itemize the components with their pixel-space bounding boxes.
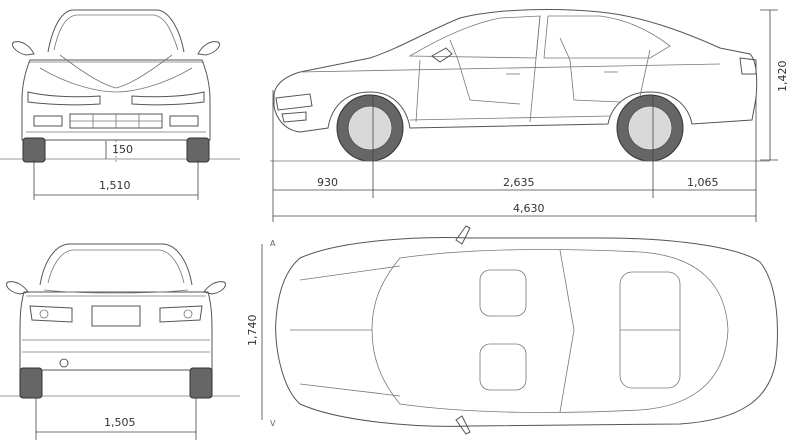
ground-clearance-label: 150	[112, 143, 133, 156]
top-view: A V 1,740	[246, 225, 778, 435]
section-mark-bottom: V	[270, 419, 276, 428]
front-view: 150 1,510	[0, 9, 240, 200]
rear-view: 1,505	[0, 243, 240, 440]
front-overhang-label: 930	[317, 176, 338, 189]
side-view: 930 2,635 1,065 4,630 1,420	[270, 9, 789, 222]
rear-track-label: 1,505	[104, 416, 136, 429]
wheelbase-label: 2,635	[503, 176, 535, 189]
section-mark-top: A	[270, 239, 276, 248]
rear-overhang-label: 1,065	[687, 176, 719, 189]
overall-length-label: 4,630	[513, 202, 545, 215]
overall-height-label: 1,420	[776, 61, 789, 93]
overall-width-label: 1,740	[246, 315, 259, 347]
front-track-label: 1,510	[99, 179, 131, 192]
